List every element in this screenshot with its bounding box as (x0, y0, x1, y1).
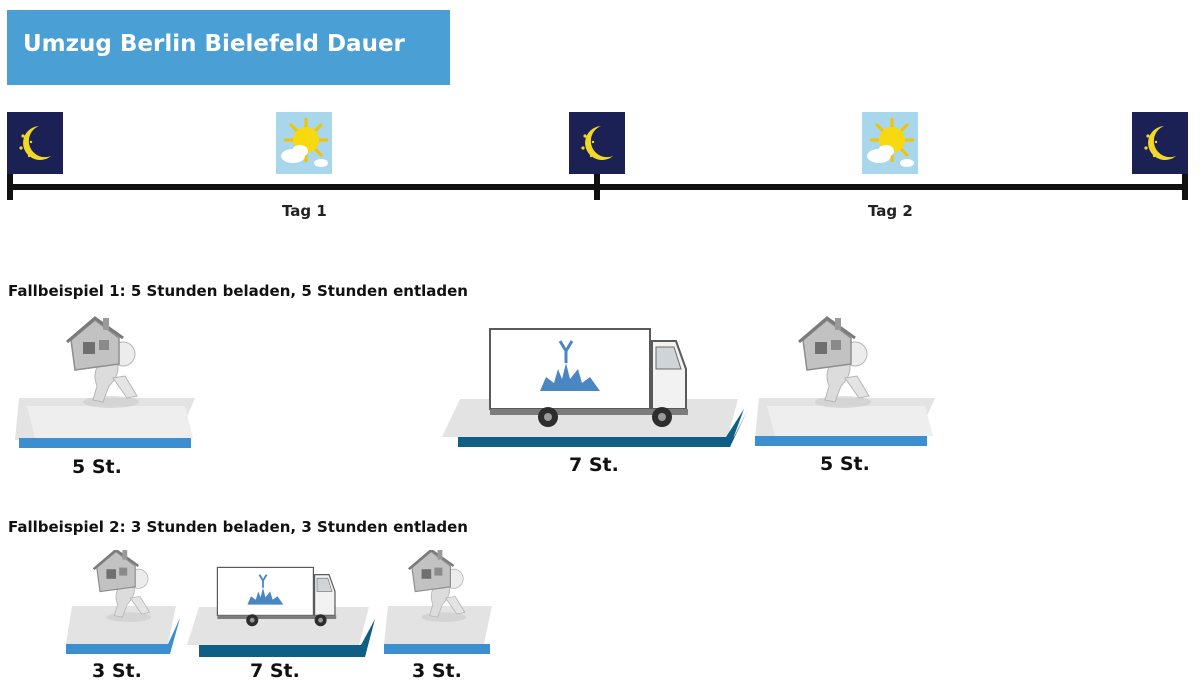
case1-driving-duration: 7 St. (569, 454, 619, 476)
case2-unloading-scene (384, 550, 492, 654)
moon-icon (569, 112, 625, 174)
timeline-tick-middle (594, 174, 600, 200)
sun-icon (276, 112, 332, 174)
case1-loading-scene (15, 316, 195, 448)
case2-driving-scene (187, 566, 375, 657)
case2-heading: Fallbeispiel 2: 3 Stunden beladen, 3 Stu… (8, 518, 468, 536)
case2-loading-scene (66, 550, 180, 654)
timeline-tick-start (7, 174, 13, 200)
case1-driving-scene (442, 327, 748, 447)
page-title: Umzug Berlin Bielefeld Dauer (23, 31, 405, 57)
case2-loading-duration: 3 St. (92, 660, 142, 682)
moon-icon (7, 112, 63, 174)
case1-loading-duration: 5 St. (72, 456, 122, 478)
timeline-tick-end (1182, 174, 1188, 200)
case1-unloading-scene (755, 316, 935, 446)
sun-icon (862, 112, 918, 174)
case2-unloading-duration: 3 St. (412, 660, 462, 682)
case2-driving-duration: 7 St. (250, 660, 300, 682)
case1-unloading-duration: 5 St. (820, 453, 870, 475)
title-banner: Umzug Berlin Bielefeld Dauer (7, 10, 450, 85)
day-label-1: Tag 1 (282, 202, 327, 220)
day-label-2: Tag 2 (868, 202, 913, 220)
moon-icon (1132, 112, 1188, 174)
case1-heading: Fallbeispiel 1: 5 Stunden beladen, 5 Stu… (8, 282, 468, 300)
